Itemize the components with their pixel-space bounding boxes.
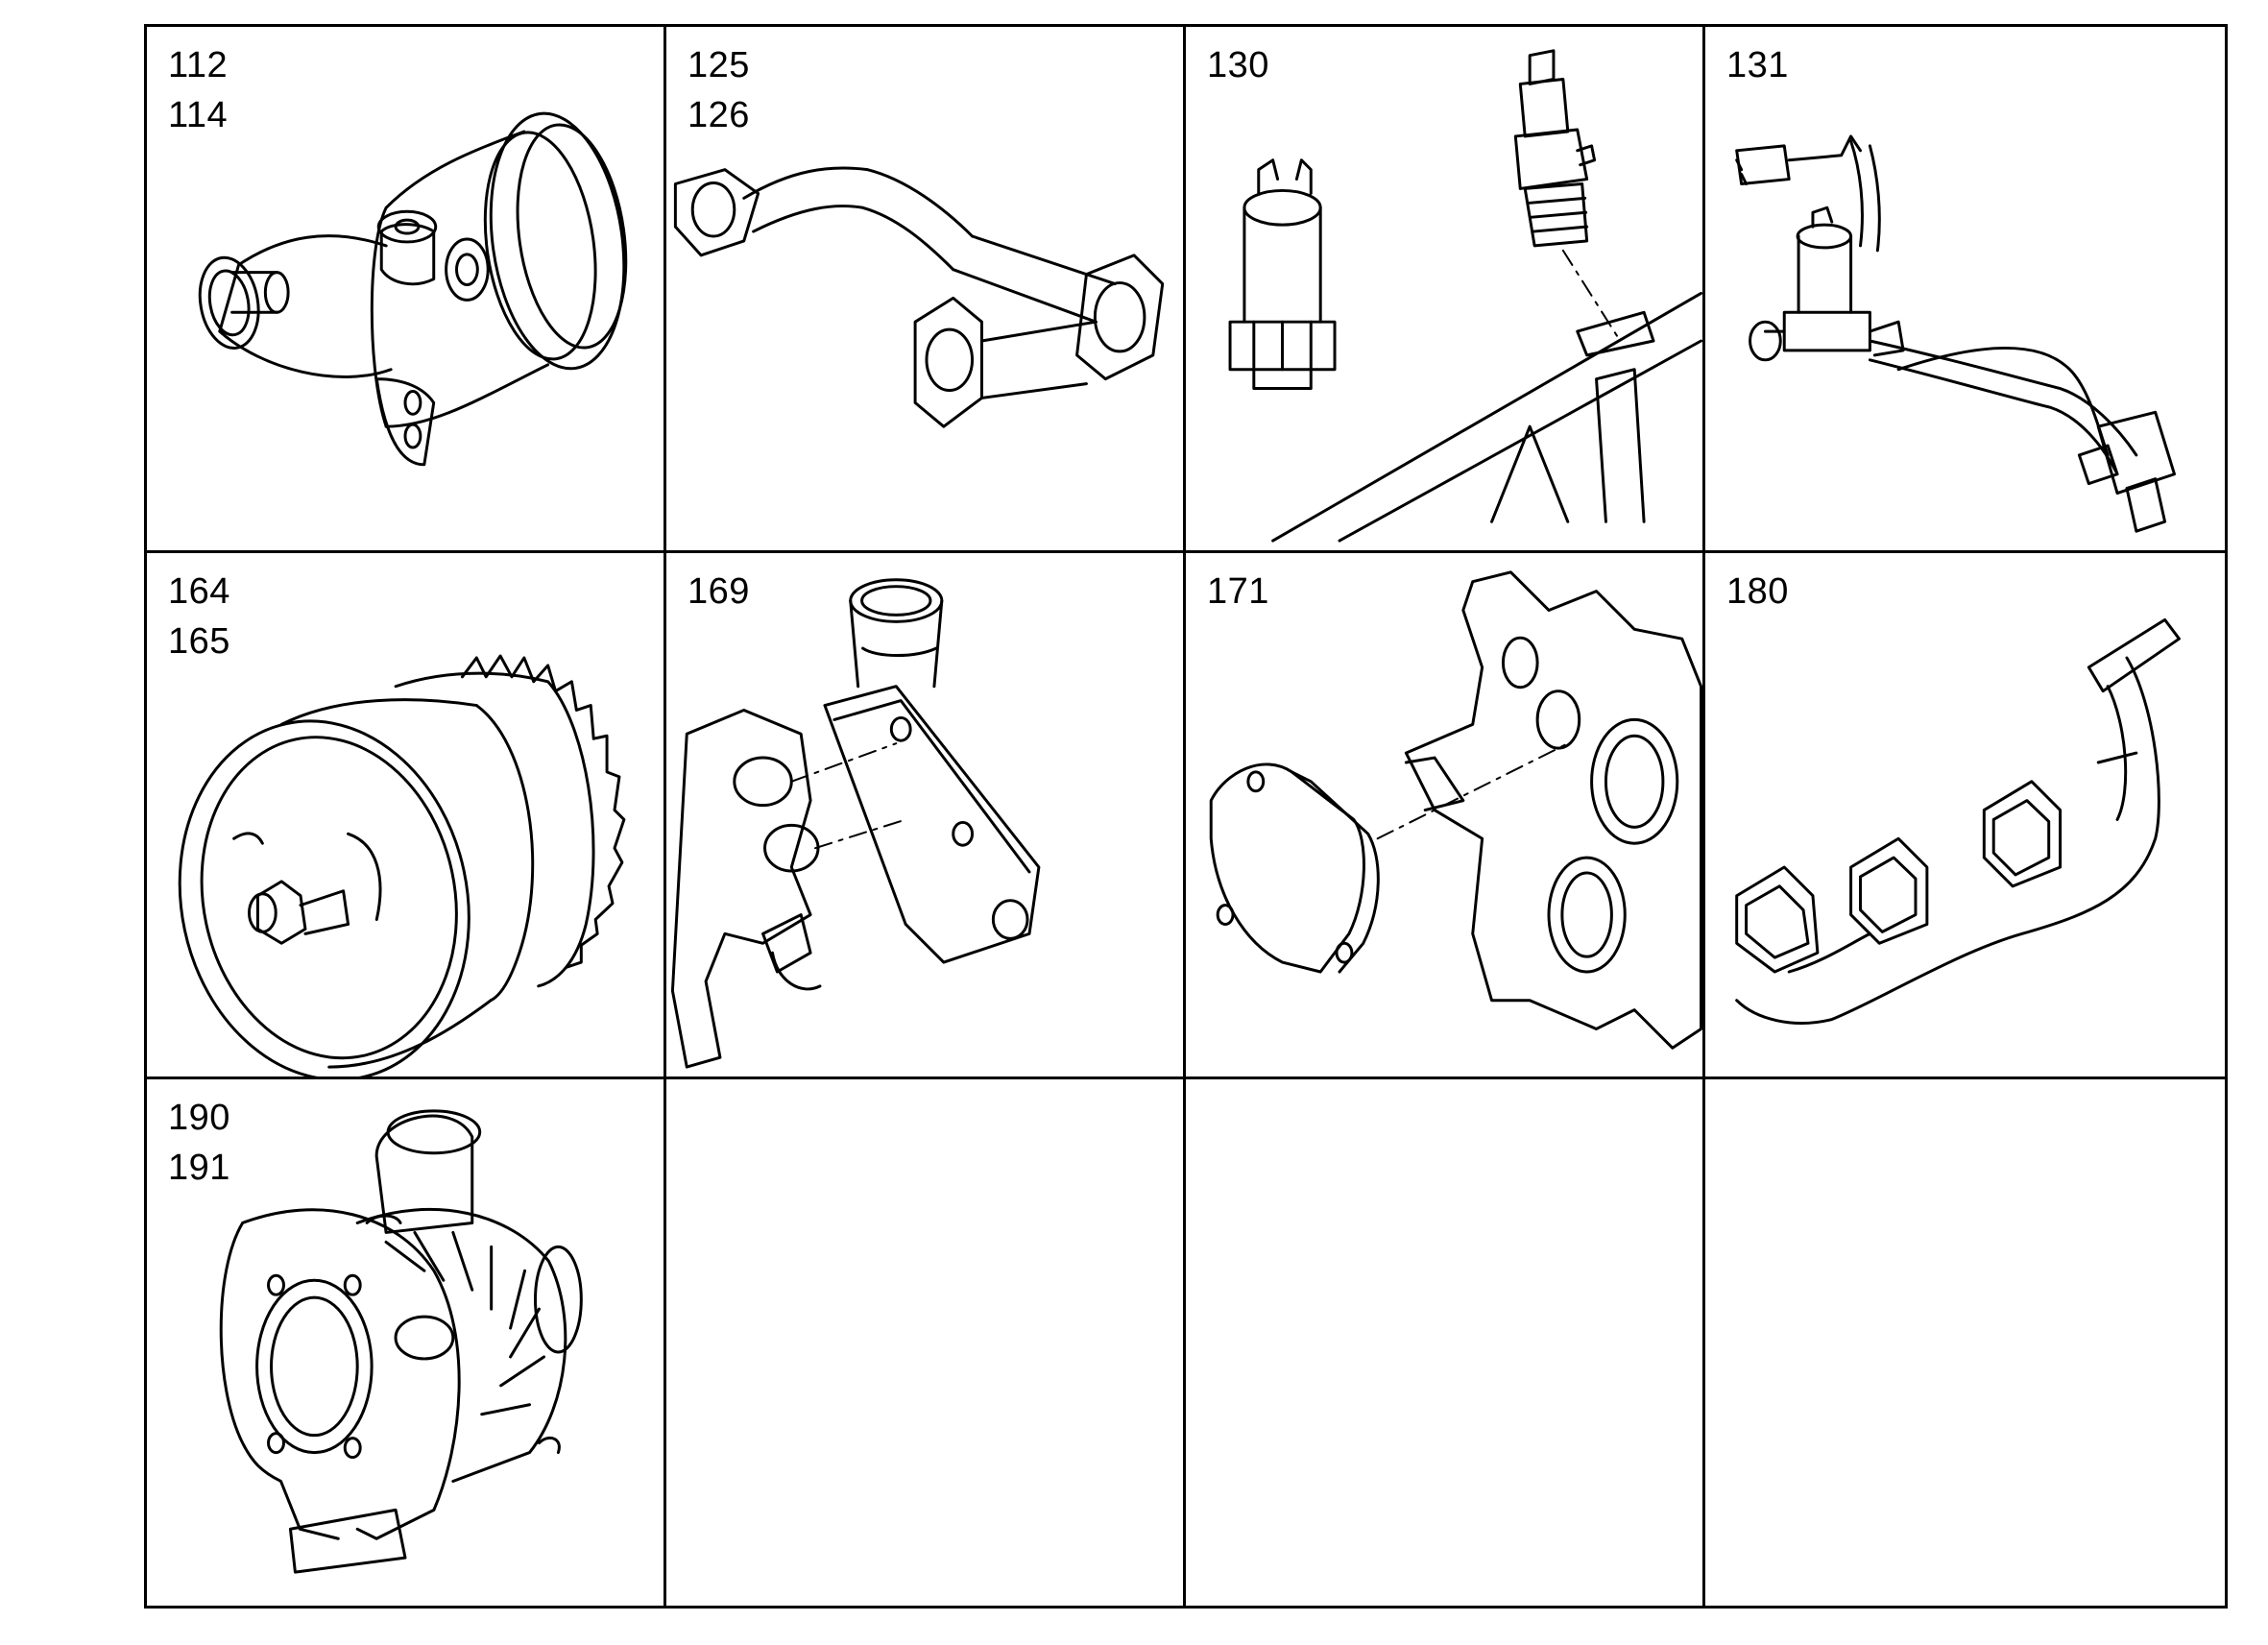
part-number: 169 [688, 571, 750, 612]
part-cell-169[interactable]: 169 [666, 553, 1186, 1079]
parts-grid: 112 114 [144, 24, 2228, 1609]
part-cell-171[interactable]: 171 [1186, 553, 1705, 1079]
timing-cover-icon [1209, 570, 1702, 1050]
sensor-harness-icon [1735, 134, 2176, 533]
part-number: 165 [168, 621, 230, 662]
turbocharger-icon [219, 1109, 583, 1574]
part-number: 164 [168, 571, 230, 612]
part-number-labels: 180 [1726, 567, 1789, 617]
part-number-labels: 131 [1726, 40, 1789, 90]
part-cell-164-165[interactable]: 164 165 [147, 553, 666, 1079]
part-number-labels: 125 126 [688, 40, 750, 140]
part-number: 126 [688, 95, 750, 135]
empty-cell [666, 1079, 1186, 1606]
part-number: 180 [1726, 571, 1789, 612]
part-number: 191 [168, 1148, 230, 1188]
part-number-labels: 164 165 [168, 567, 230, 666]
empty-cell [1705, 1079, 2225, 1606]
part-number: 130 [1207, 45, 1269, 85]
part-number-labels: 171 [1207, 567, 1269, 617]
part-number: 114 [168, 95, 229, 135]
part-cell-112-114[interactable]: 112 114 [147, 27, 666, 553]
empty-cell [1186, 1079, 1705, 1606]
part-number: 171 [1207, 571, 1269, 612]
part-number-labels: 190 191 [168, 1093, 230, 1193]
part-number-labels: 169 [688, 567, 750, 617]
part-cell-190-191[interactable]: 190 191 [147, 1079, 666, 1606]
coolant-elbow-housing-icon [198, 111, 628, 467]
glow-plug-icon [1228, 49, 1702, 543]
part-cell-125-126[interactable]: 125 126 [666, 27, 1186, 553]
part-cell-180[interactable]: 180 [1705, 553, 2225, 1079]
part-number-labels: 130 [1207, 40, 1269, 90]
part-number: 190 [168, 1098, 230, 1138]
part-number: 112 [168, 45, 229, 85]
part-number: 125 [688, 45, 750, 85]
fan-pulley-icon [178, 654, 626, 1077]
coolant-pipe-icon [673, 166, 1165, 428]
part-cell-130[interactable]: 130 [1186, 27, 1705, 553]
part-number-labels: 112 114 [168, 40, 228, 140]
exhaust-manifold-icon [1735, 617, 2181, 1025]
part-cell-131[interactable]: 131 [1705, 27, 2225, 553]
part-number: 131 [1726, 45, 1789, 85]
thermostat-housing-icon [670, 578, 1041, 1069]
